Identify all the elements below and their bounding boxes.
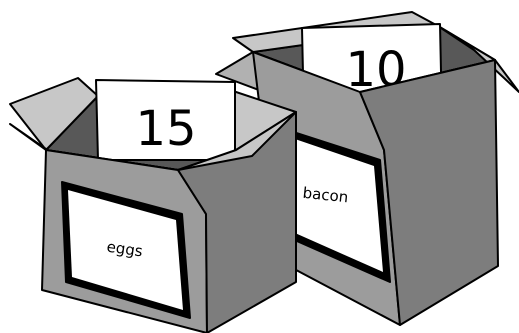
eggs-box-side-face (177, 111, 297, 333)
bacon-label-text: bacon (302, 184, 349, 207)
bacon-box-side-face (359, 59, 499, 326)
eggs-count-card: 15 (95, 79, 236, 161)
bacon-box-right-flap (437, 25, 519, 93)
eggs-label-panel: eggs (61, 181, 191, 319)
eggs-box-back-flap (9, 77, 99, 151)
eggs-count-number: 15 (135, 101, 196, 157)
bacon-box: 10 bacon (215, 11, 519, 326)
eggs-label-text: eggs (106, 238, 144, 261)
eggs-box: 15 eggs (9, 77, 297, 333)
